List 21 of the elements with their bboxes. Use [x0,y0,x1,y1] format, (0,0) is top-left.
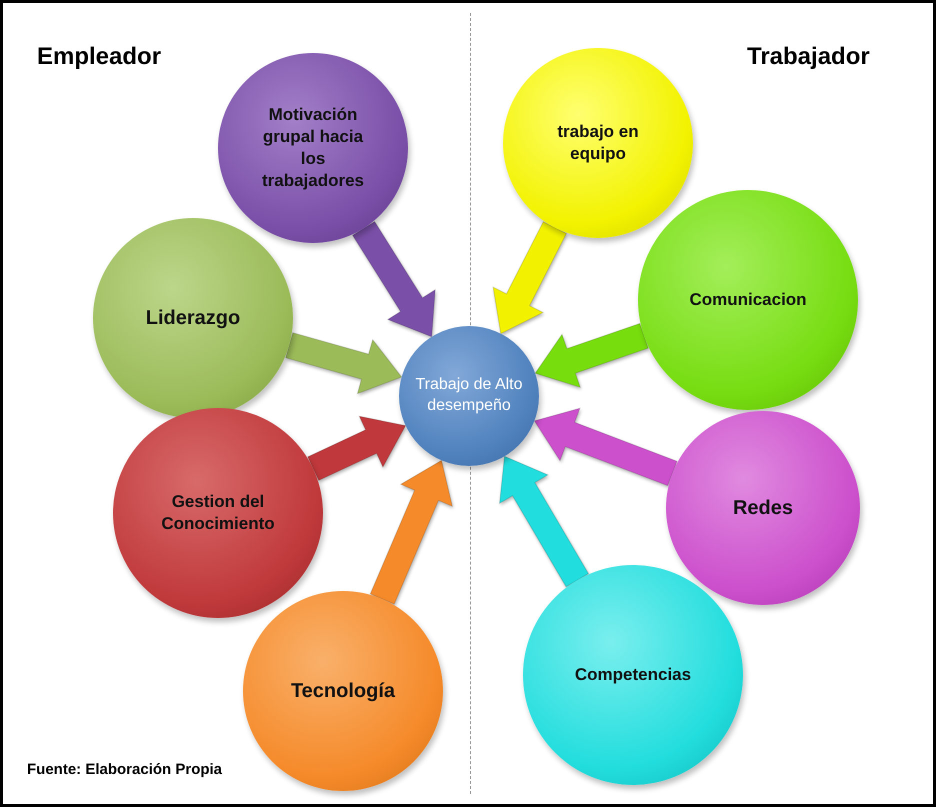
circle-label: Competencias [574,664,692,686]
block-arrow [352,220,436,338]
circle-label: Comunicacion [689,288,807,311]
block-arrow [534,322,649,388]
block-arrow [370,460,454,605]
block-arrow [499,456,590,588]
circle-label: Motivación grupal hacia los trabajadores [260,104,366,192]
circle-label: Tecnología [290,679,396,704]
block-arrow [492,221,568,334]
block-arrow [307,416,406,482]
circle-label: Liderazgo [146,306,240,331]
center-circle [399,326,539,466]
block-arrow [534,408,678,486]
circle-label: Trabajo de Alto desempeño [414,375,524,416]
block-arrow [285,332,402,394]
side-heading: Empleador [37,43,162,71]
side-heading: Trabajador [747,43,870,71]
circle-label: trabajo en equipo [556,120,640,165]
circle-label: Redes [732,496,794,521]
circle-label: Gestion del Conocimiento [160,490,276,535]
source-note: Fuente: Elaboración Propia [27,761,222,778]
